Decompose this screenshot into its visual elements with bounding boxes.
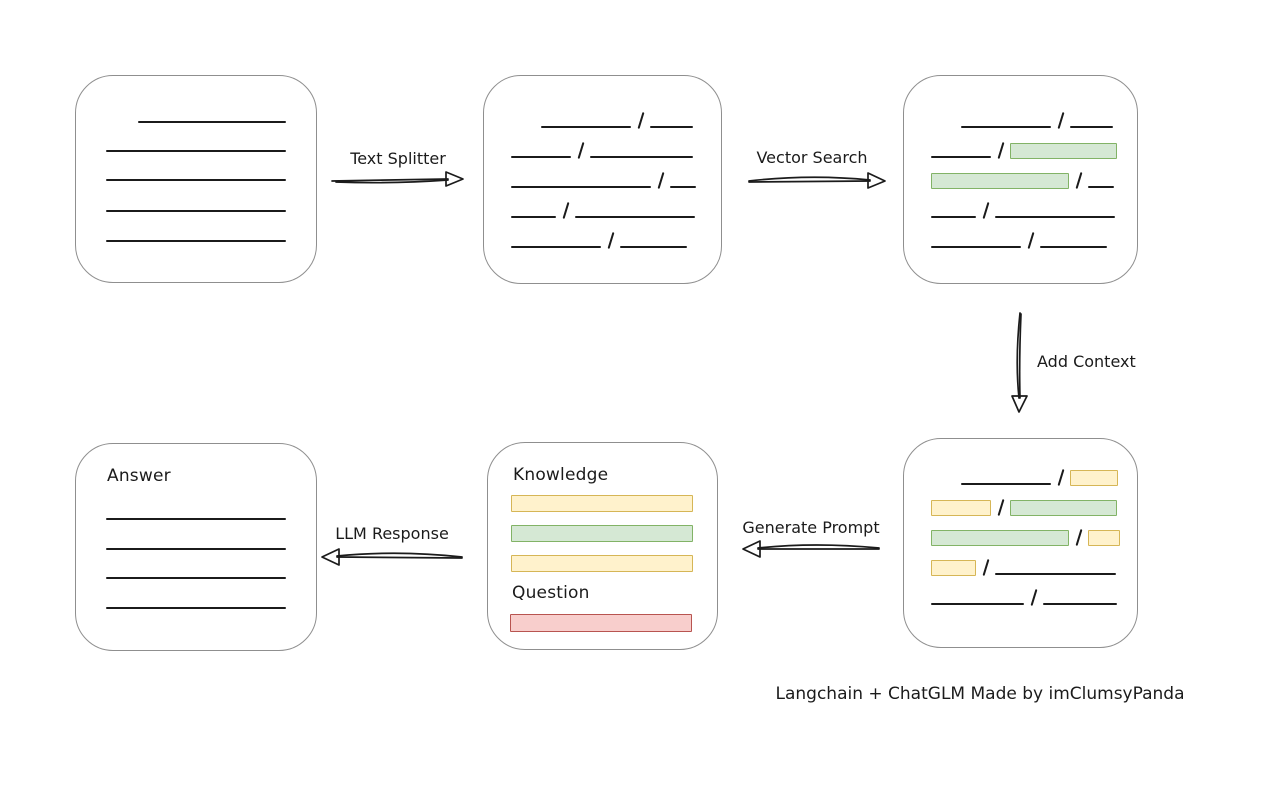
text-line — [106, 607, 286, 609]
chunk-row — [931, 529, 1127, 546]
text-line — [1088, 186, 1114, 188]
text-line — [138, 121, 286, 123]
text-line — [1070, 126, 1113, 128]
chunk-row — [931, 499, 1127, 516]
text-line — [575, 216, 695, 218]
answer-label: Answer — [107, 466, 171, 486]
chunk-row — [931, 559, 1127, 576]
text-line — [961, 483, 1051, 485]
knowledge-label: Knowledge — [513, 465, 609, 485]
chunk-row — [511, 142, 711, 159]
text-line — [1043, 603, 1117, 605]
text-line — [106, 518, 286, 520]
caption: Langchain + ChatGLM Made by imClumsyPand… — [775, 684, 1185, 704]
chunk-row — [511, 172, 711, 189]
text-line — [961, 126, 1051, 128]
text-line — [106, 577, 286, 579]
context-chunk-yellow — [1070, 470, 1118, 486]
vector-matches-node — [903, 75, 1138, 284]
question-label: Question — [512, 583, 590, 603]
chunk-rows — [931, 469, 1127, 619]
text-line — [931, 246, 1021, 248]
generate-prompt-arrow — [742, 540, 880, 558]
generate-prompt-label: Generate Prompt — [742, 518, 880, 537]
text-line — [1040, 246, 1107, 248]
matched-chunk-green — [931, 530, 1069, 546]
text-line — [995, 573, 1116, 575]
matched-chunk-green — [1010, 500, 1117, 516]
chunk-row — [511, 202, 711, 219]
chunk-row — [931, 142, 1127, 159]
split-slash — [1074, 529, 1083, 546]
split-slash — [1029, 589, 1038, 606]
text-line — [106, 240, 286, 242]
text-line — [106, 179, 286, 181]
split-slash — [576, 142, 585, 159]
llm-response-label: LLM Response — [335, 524, 449, 543]
split-slash — [981, 202, 990, 219]
chunk-rows — [931, 112, 1127, 262]
add-context-arrow — [1011, 312, 1028, 413]
split-slash — [996, 499, 1005, 516]
text-line — [590, 156, 693, 158]
chunk-row — [511, 232, 711, 249]
add-context-label: Add Context — [1037, 352, 1136, 371]
chunk-row — [931, 202, 1127, 219]
knowledge-bar-yellow — [511, 495, 693, 512]
text-line — [106, 150, 286, 152]
prompt-node: Knowledge Question — [487, 442, 718, 650]
llm-response-arrow — [321, 548, 463, 566]
chunk-rows — [511, 112, 711, 262]
text-line — [541, 126, 631, 128]
question-bar-red — [510, 614, 692, 632]
vector-search-label: Vector Search — [756, 148, 868, 167]
chunk-row — [931, 112, 1127, 129]
split-slash — [1026, 232, 1035, 249]
text-line — [511, 186, 651, 188]
text-line — [931, 156, 991, 158]
text-line — [995, 216, 1115, 218]
text-splitter-label: Text Splitter — [350, 149, 446, 168]
text-line — [931, 216, 976, 218]
split-slash — [656, 172, 665, 189]
split-slash — [981, 559, 990, 576]
matched-chunk-green — [931, 173, 1069, 189]
split-slash — [636, 112, 645, 129]
text-splitter-arrow — [331, 171, 464, 187]
split-slash — [1056, 469, 1065, 486]
text-line — [511, 216, 556, 218]
text-line — [106, 210, 286, 212]
split-slash — [1056, 112, 1065, 129]
split-slash — [996, 142, 1005, 159]
context-chunks-node — [903, 438, 1138, 648]
split-slash — [606, 232, 615, 249]
context-chunk-yellow — [1088, 530, 1120, 546]
text-line — [620, 246, 687, 248]
text-line — [650, 126, 693, 128]
chunk-row — [931, 589, 1127, 606]
document-node — [75, 75, 317, 283]
chunk-row — [931, 469, 1127, 486]
text-line — [670, 186, 696, 188]
context-chunk-yellow — [931, 560, 976, 576]
text-line — [511, 246, 601, 248]
split-slash — [561, 202, 570, 219]
context-chunk-yellow — [931, 500, 991, 516]
chunk-row — [511, 112, 711, 129]
matched-chunk-green — [1010, 143, 1117, 159]
knowledge-bar-green — [511, 525, 693, 542]
vector-search-arrow — [748, 172, 886, 189]
knowledge-bar-yellow — [511, 555, 693, 572]
text-line — [106, 548, 286, 550]
chunk-row — [931, 172, 1127, 189]
text-line — [931, 603, 1024, 605]
split-chunks-node — [483, 75, 722, 284]
split-slash — [1074, 172, 1083, 189]
chunk-row — [931, 232, 1127, 249]
text-line — [511, 156, 571, 158]
answer-node: Answer — [75, 443, 317, 651]
